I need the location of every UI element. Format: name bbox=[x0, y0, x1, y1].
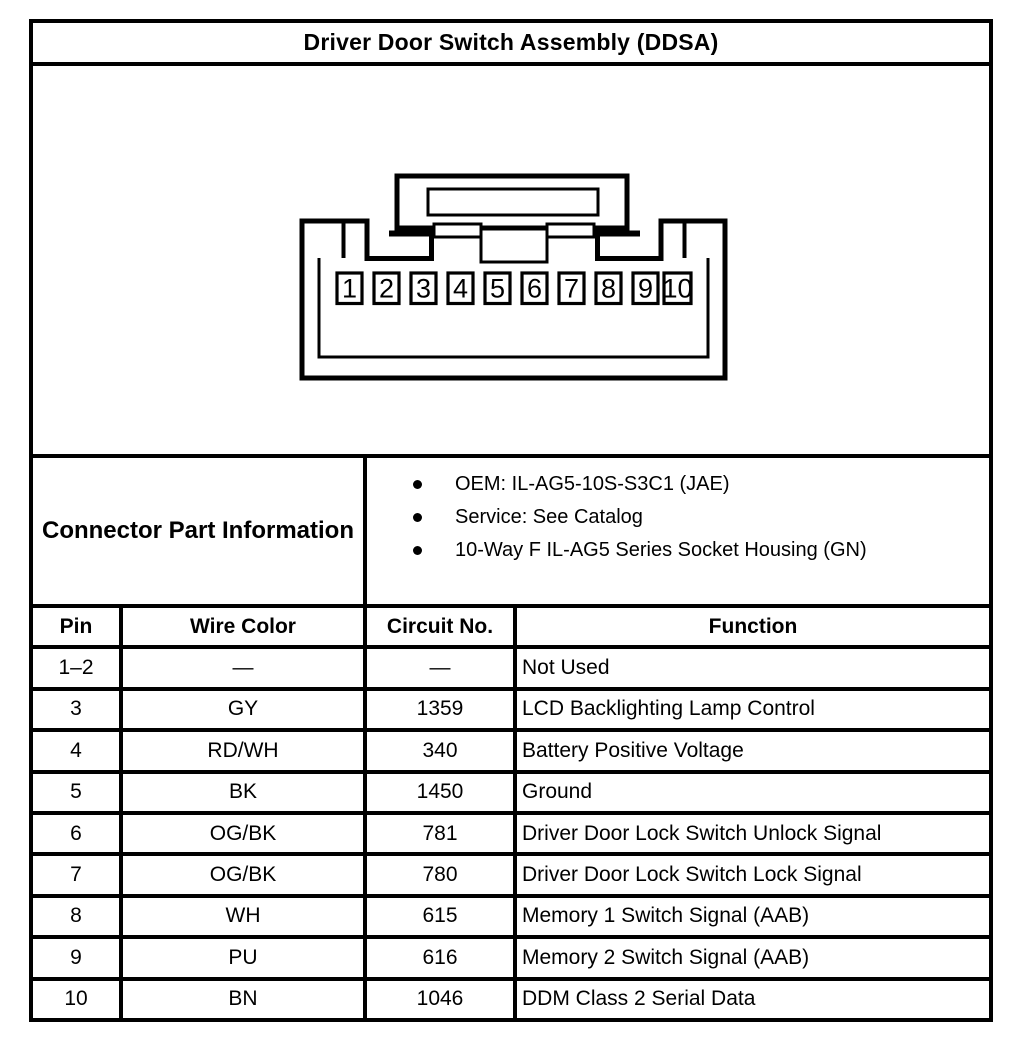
connector-top-tab bbox=[394, 173, 630, 231]
pin-number: 6 bbox=[527, 274, 542, 304]
pin-box bbox=[520, 271, 549, 306]
part-info-row: Connector Part Information OEM: IL-AG5-1… bbox=[33, 458, 989, 608]
bullet-icon bbox=[413, 480, 422, 489]
pin-box bbox=[409, 271, 438, 306]
pin-table-cell: 1046 bbox=[367, 980, 513, 1018]
pin-box bbox=[446, 271, 475, 306]
pin-table-header-cell: Pin bbox=[33, 608, 119, 646]
pin-table-cell: 4 bbox=[33, 732, 119, 770]
pin-table-cell: WH bbox=[123, 897, 363, 936]
pin-box bbox=[557, 271, 586, 306]
connector-inner-line bbox=[317, 258, 710, 359]
pin-table-cell: OG/BK bbox=[123, 815, 363, 853]
pin-number: 3 bbox=[416, 274, 431, 304]
pin-table-cell: BN bbox=[123, 980, 363, 1018]
pin-table-cell: DDM Class 2 Serial Data bbox=[517, 980, 989, 1018]
pin-table-cell: Driver Door Lock Switch Lock Signal bbox=[517, 856, 989, 894]
part-info-bullet-item: OEM: IL-AG5-10S-S3C1 (JAE) bbox=[367, 468, 989, 501]
pin-box bbox=[662, 271, 693, 306]
part-info-bullet-text: Service: See Catalog bbox=[455, 506, 643, 528]
pin-table-cell: Battery Positive Voltage bbox=[517, 732, 989, 770]
pin-table-cell: 615 bbox=[367, 897, 513, 936]
pin-box bbox=[631, 271, 660, 306]
pin-box bbox=[483, 271, 512, 306]
pin-table-cell: 340 bbox=[367, 732, 513, 770]
pin-box bbox=[594, 271, 623, 306]
pin-number: 10 bbox=[662, 274, 692, 304]
pin-table-cell: — bbox=[367, 649, 513, 687]
pin-table-cell: 1359 bbox=[367, 690, 513, 729]
pin-table-header-cell: Function bbox=[517, 608, 989, 646]
pin-table-cell: 616 bbox=[367, 939, 513, 977]
pin-table-header-cell: Circuit No. bbox=[367, 608, 513, 646]
pin-table-cell: 780 bbox=[367, 856, 513, 894]
part-info-bullet-text: 10-Way F IL-AG5 Series Socket Housing (G… bbox=[455, 539, 867, 561]
pin-number: 7 bbox=[564, 274, 579, 304]
pin-box bbox=[335, 271, 364, 306]
pin-table-cell: 1450 bbox=[367, 773, 513, 811]
pin-number: 1 bbox=[342, 274, 357, 304]
part-info-bullet-text: OEM: IL-AG5-10S-S3C1 (JAE) bbox=[455, 473, 730, 495]
pin-table-cell: 8 bbox=[33, 897, 119, 936]
pin-table-cell: 7 bbox=[33, 856, 119, 894]
pin-table-cell: OG/BK bbox=[123, 856, 363, 894]
pin-table-cell: BK bbox=[123, 773, 363, 811]
part-info-bullets: OEM: IL-AG5-10S-S3C1 (JAE) Service: See C… bbox=[367, 458, 989, 604]
pin-number: 4 bbox=[453, 274, 468, 304]
pin-table-cell: 9 bbox=[33, 939, 119, 977]
connector-latch-left bbox=[432, 222, 483, 239]
pin-table-cell: 6 bbox=[33, 815, 119, 853]
pin-table-cell: 1–2 bbox=[33, 649, 119, 687]
pin-table-cell: LCD Backlighting Lamp Control bbox=[517, 690, 989, 729]
part-info-bullet-item: Service: See Catalog bbox=[367, 501, 989, 534]
pin-table-cell: 10 bbox=[33, 980, 119, 1018]
pin-table-cell: Driver Door Lock Switch Unlock Signal bbox=[517, 815, 989, 853]
pin-table-cell: 781 bbox=[367, 815, 513, 853]
pin-number: 8 bbox=[601, 274, 616, 304]
pin-table-cell: 5 bbox=[33, 773, 119, 811]
bullet-icon bbox=[413, 546, 422, 555]
pin-number: 5 bbox=[490, 274, 505, 304]
part-info-label: Connector Part Information bbox=[33, 458, 363, 604]
part-info-bullet-item: 10-Way F IL-AG5 Series Socket Housing (G… bbox=[367, 534, 989, 567]
bullet-icon bbox=[413, 513, 422, 522]
pin-table-cell: 3 bbox=[33, 690, 119, 729]
connector-latch-center bbox=[479, 227, 549, 264]
pin-table-cell: Memory 1 Switch Signal (AAB) bbox=[517, 897, 989, 936]
pin-number: 2 bbox=[379, 274, 394, 304]
connector-latch-right bbox=[545, 222, 596, 239]
connector-top-tab-slot bbox=[426, 187, 600, 217]
pin-table-cell: RD/WH bbox=[123, 732, 363, 770]
pin-table-cell: — bbox=[123, 649, 363, 687]
pin-table-header-cell: Wire Color bbox=[123, 608, 363, 646]
pin-box bbox=[372, 271, 401, 306]
page-title: Driver Door Switch Assembly (DDSA) bbox=[303, 29, 719, 55]
pin-table-cell: Ground bbox=[517, 773, 989, 811]
pin-table-cell: Memory 2 Switch Signal (AAB) bbox=[517, 939, 989, 977]
pin-number: 9 bbox=[638, 274, 653, 304]
title-row: Driver Door Switch Assembly (DDSA) bbox=[33, 23, 989, 66]
pin-table-cell: Not Used bbox=[517, 649, 989, 687]
pin-table-cell: PU bbox=[123, 939, 363, 977]
pin-table-cell: GY bbox=[123, 690, 363, 729]
